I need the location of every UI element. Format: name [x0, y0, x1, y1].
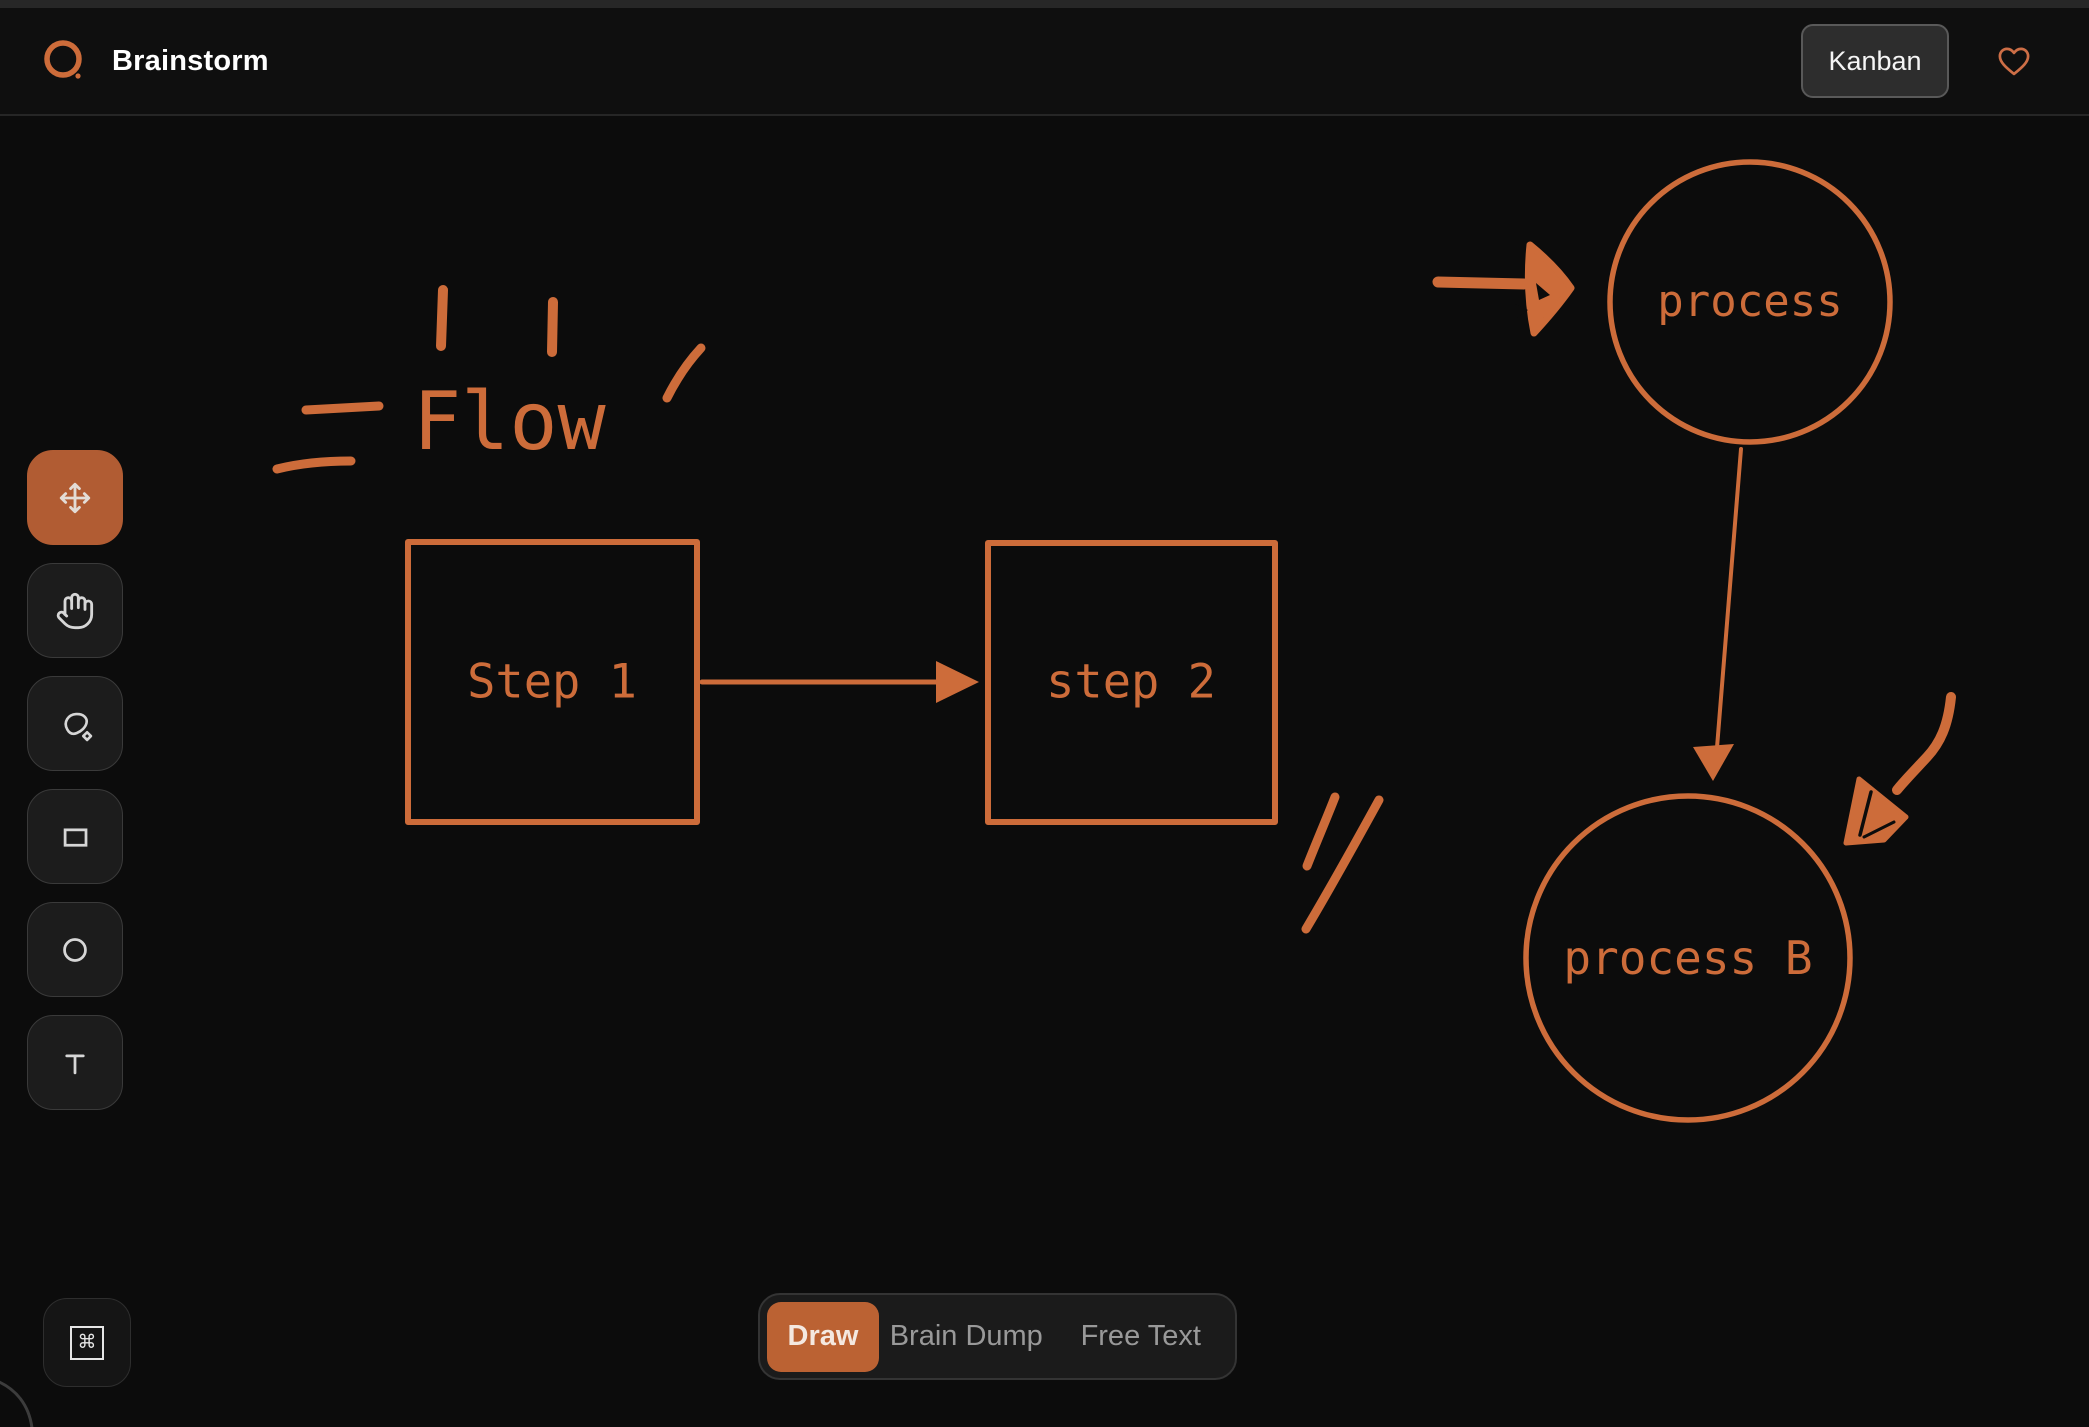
header: Brainstorm Kanban: [0, 8, 2089, 116]
tool-button-move[interactable]: [27, 450, 123, 545]
header-actions: Kanban: [1801, 24, 2033, 98]
slash-emphasis-strokes[interactable]: [1301, 792, 1384, 934]
node-processB-label: process B: [1563, 931, 1813, 985]
tool-button-rectangle[interactable]: [27, 789, 123, 884]
tab-free-text[interactable]: Free Text: [1080, 1320, 1201, 1352]
connector-step1-step2[interactable]: [699, 661, 979, 703]
mode-tab-bar: Draw Brain Dump Free Text: [758, 1293, 1237, 1380]
keyboard-shortcuts-button[interactable]: ⌘: [43, 1298, 131, 1387]
page-title: Brainstorm: [112, 44, 269, 77]
tab-draw[interactable]: Draw: [767, 1301, 879, 1372]
connector-process-processB[interactable]: [1693, 447, 1743, 781]
app-logo-icon: [40, 35, 90, 87]
tool-button-hand[interactable]: [27, 563, 123, 658]
node-step2-label: step 2: [1046, 654, 1216, 710]
sketch-arrow-to-processB[interactable]: [1843, 692, 1956, 846]
tab-brain-dump[interactable]: Brain Dump: [889, 1320, 1043, 1352]
move-icon: [53, 476, 97, 520]
flow-emphasis-strokes[interactable]: [272, 285, 706, 474]
text-tool-icon: [53, 1041, 97, 1085]
window-top-strip: [0, 0, 2089, 8]
node-step1-label: Step 1: [467, 654, 637, 710]
lasso-icon: [53, 702, 97, 746]
node-step1-box[interactable]: [405, 539, 700, 825]
rectangle-icon: [53, 815, 97, 859]
node-process-label: process: [1657, 276, 1843, 327]
node-step2-box[interactable]: [985, 540, 1278, 825]
corner-arc-decoration: [0, 1380, 34, 1427]
tool-button-lasso[interactable]: [27, 676, 123, 771]
tool-button-circle[interactable]: [27, 902, 123, 997]
node-processB-circle[interactable]: [1523, 793, 1853, 1123]
kanban-button[interactable]: Kanban: [1801, 24, 1949, 98]
command-icon: ⌘: [70, 1325, 104, 1360]
hand-icon: [55, 591, 95, 631]
sketch-arrow-to-process[interactable]: [1432, 241, 1575, 337]
tool-button-text[interactable]: [27, 1015, 123, 1110]
flow-annotation-title[interactable]: Flow: [413, 375, 606, 468]
favorite-heart-icon[interactable]: [1995, 43, 2033, 79]
node-process-circle[interactable]: [1607, 159, 1893, 445]
circle-icon: [53, 928, 97, 972]
